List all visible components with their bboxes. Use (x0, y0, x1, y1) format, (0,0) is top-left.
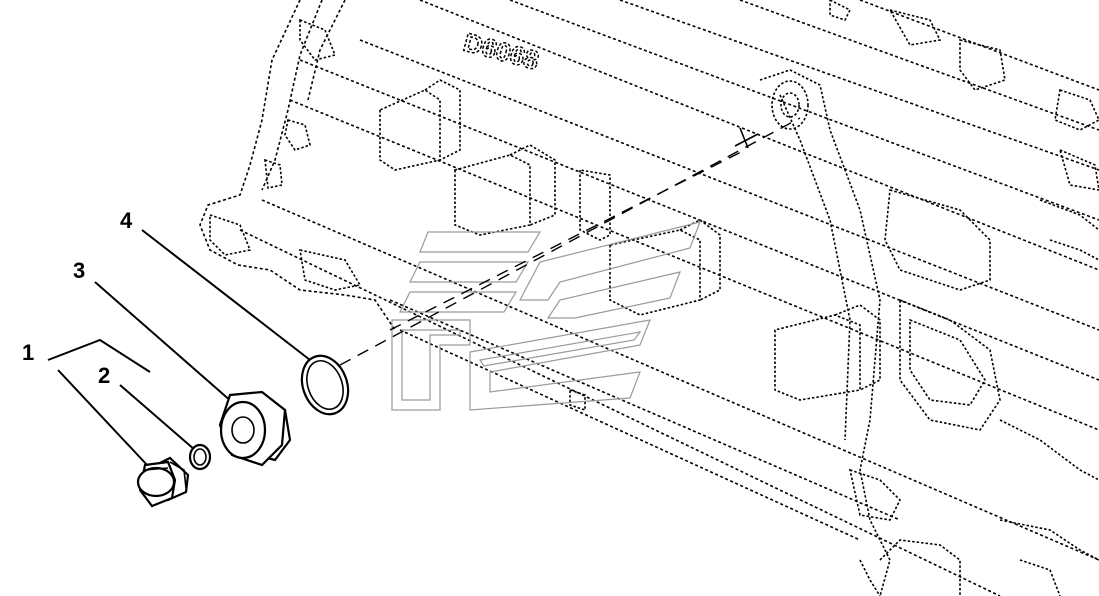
callout-4: 4 (120, 208, 133, 233)
leader-2 (119, 384, 196, 451)
leader-3 (94, 281, 233, 403)
leader-4 (141, 229, 311, 361)
assembly-axis-line (339, 117, 801, 366)
plug-part-1 (136, 456, 190, 508)
leader-lines (47, 229, 311, 467)
hex-adapter-part-3 (218, 390, 292, 467)
small-o-ring-part-2 (188, 443, 212, 471)
watermark-logo-icon (391, 221, 701, 411)
callout-2: 2 (98, 363, 110, 388)
leader-1 (47, 338, 151, 373)
callout-1: 1 (22, 340, 34, 365)
engine-block: D6068 (199, 0, 1099, 596)
large-o-ring-part-4 (300, 354, 350, 416)
leader-1b (57, 369, 149, 467)
assembly-axis-line-2 (389, 149, 746, 331)
block-logo-text: D6068 (460, 27, 542, 76)
callout-3: 3 (73, 258, 85, 283)
